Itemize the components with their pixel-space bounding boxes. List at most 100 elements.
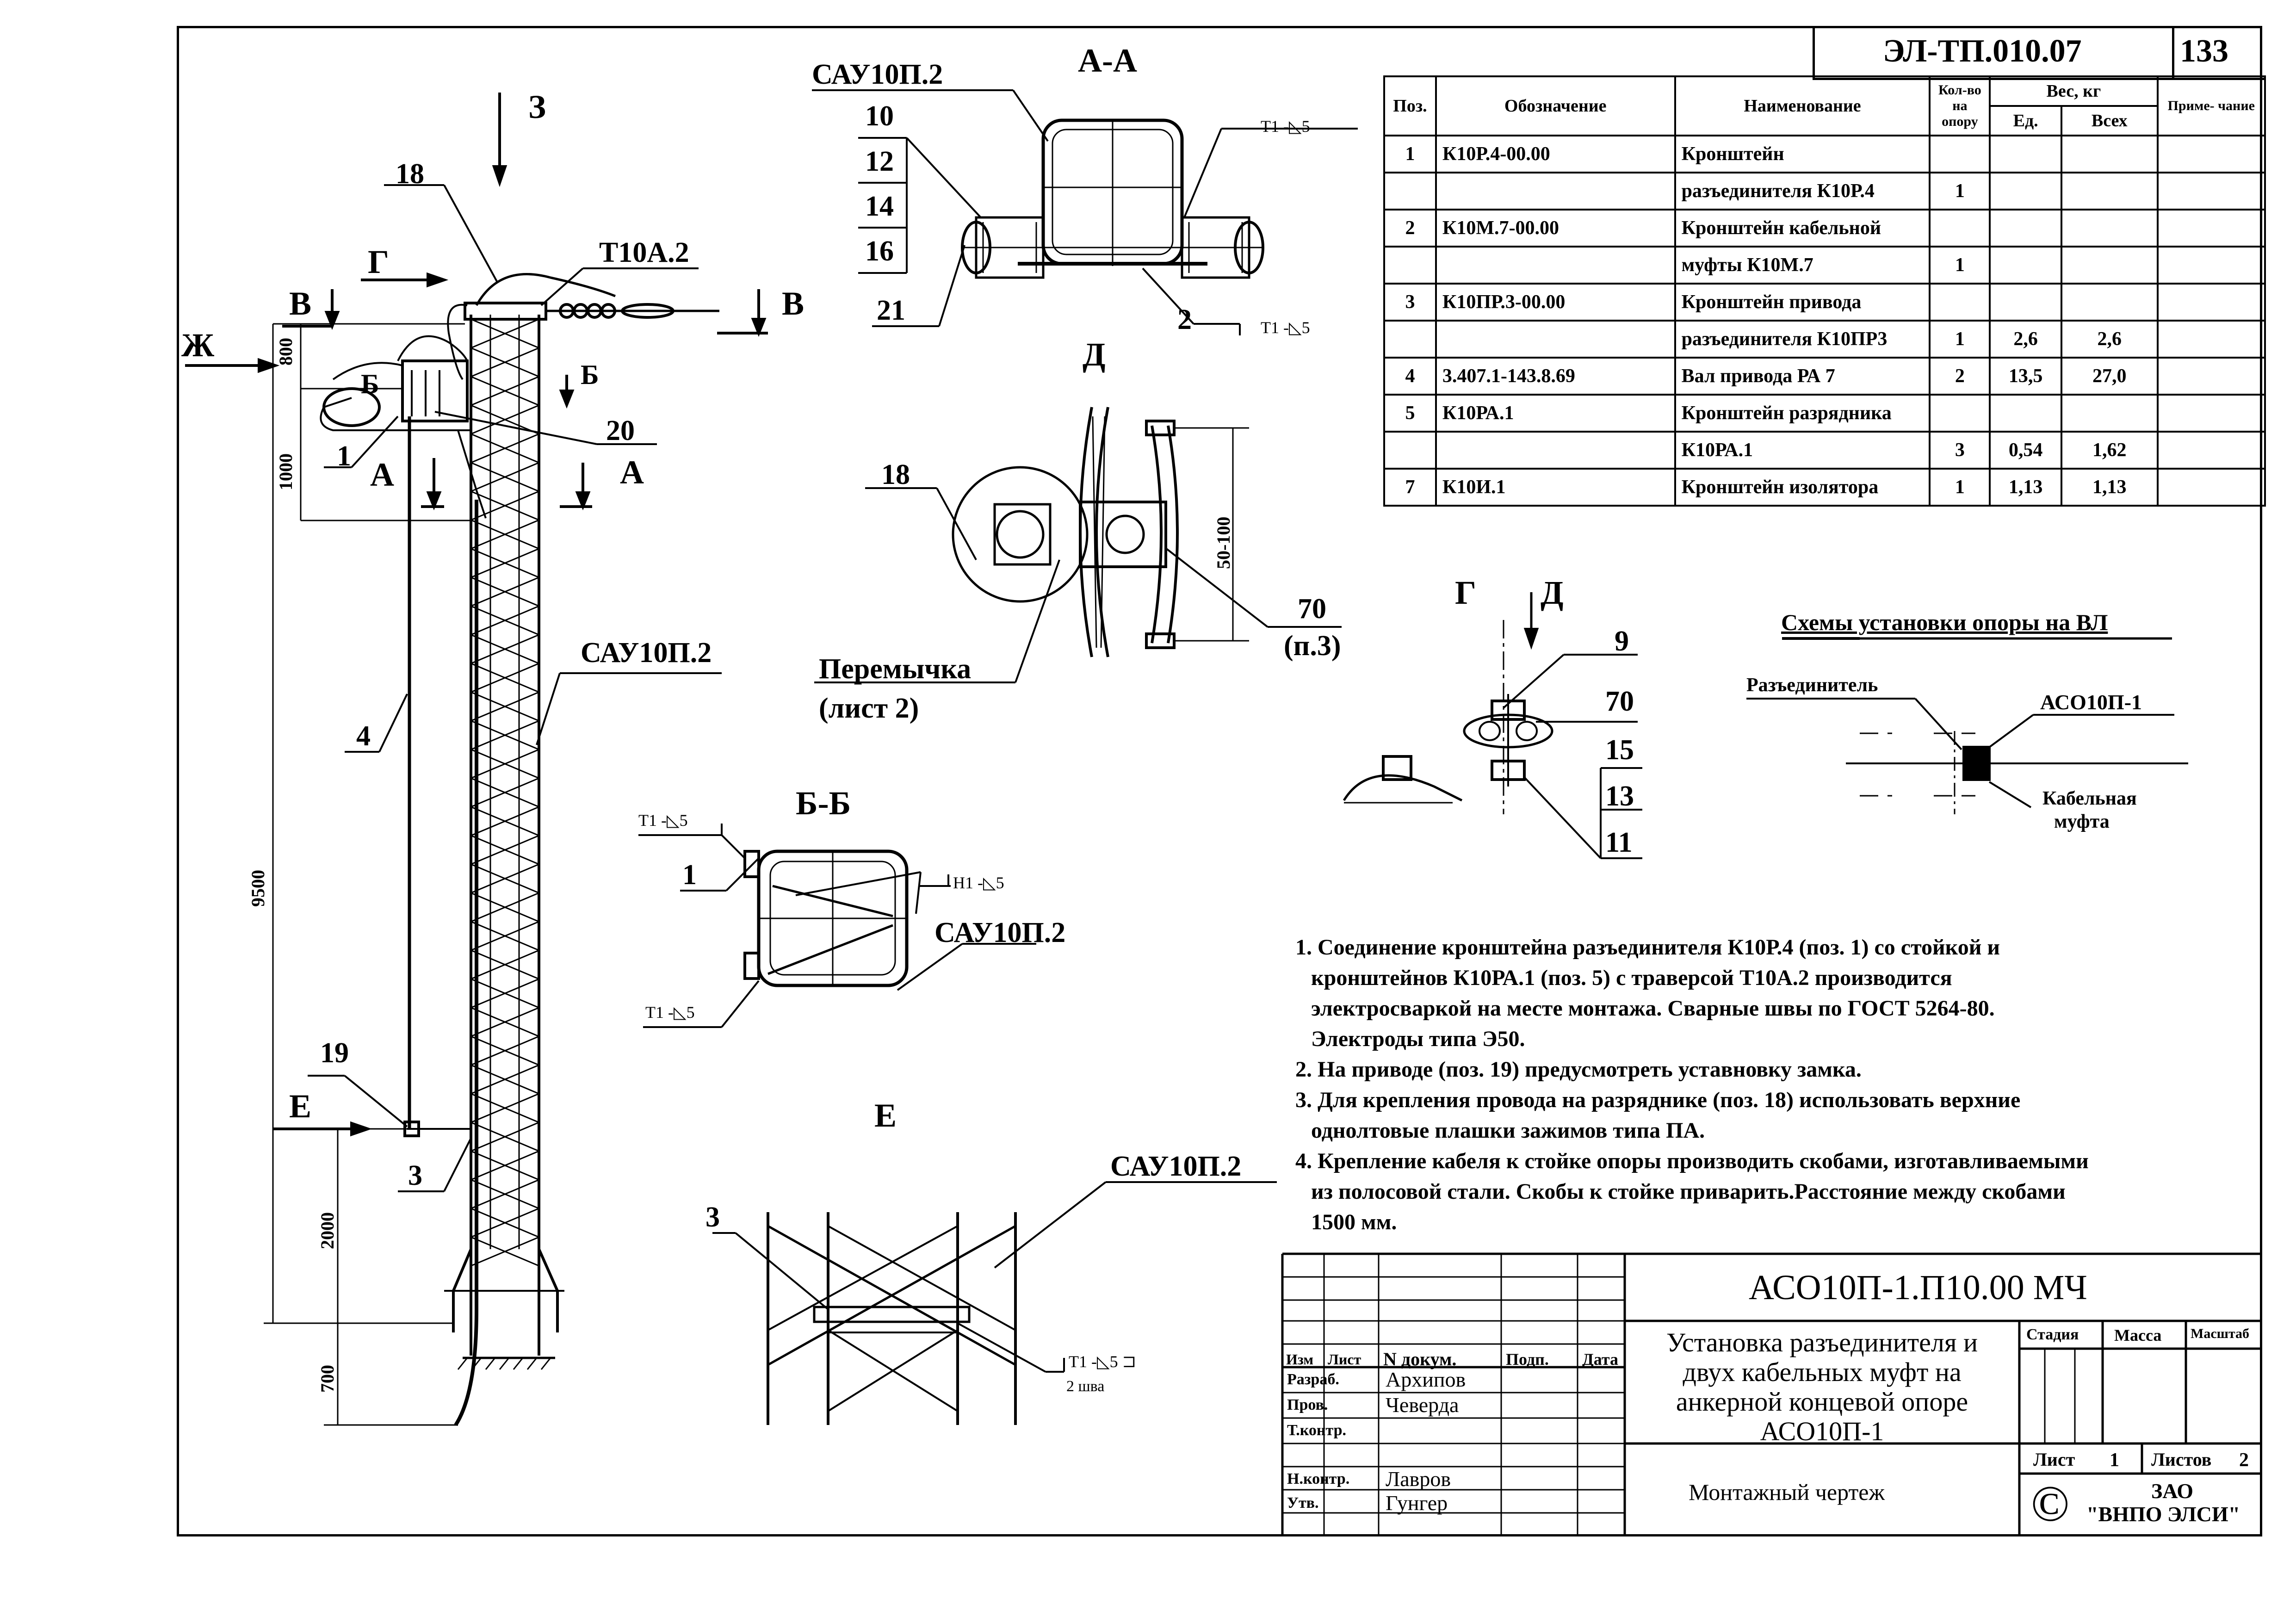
th-weight-total: Всех <box>2061 105 2159 136</box>
view-d-jumper-note: (лист 2) <box>819 693 919 724</box>
scheme-drawing <box>1746 637 2188 814</box>
tb-role-name: Чеверда <box>1386 1393 1459 1417</box>
spec-cell-note <box>2156 172 2266 211</box>
tb-scale: Масштаб <box>2191 1326 2250 1341</box>
section-zh-label: Ж <box>181 327 215 364</box>
callout-3-main: 3 <box>408 1160 422 1191</box>
spec-cell-qty: 2 <box>1929 357 1991 396</box>
title-block-title: Установка разъединителя и двух кабельных… <box>1625 1328 2019 1446</box>
view-d-callout-70: 70 <box>1298 593 1326 625</box>
spec-cell-note <box>2156 246 2266 285</box>
callout-1-main: 1 <box>337 440 351 472</box>
pole-lattice <box>470 318 539 1267</box>
spec-cell-designation: К10М.7-00.00 <box>1435 209 1676 248</box>
view-e <box>712 1181 1277 1425</box>
view-e-weld: Т1 -◺5 ⊐ <box>1069 1352 1137 1371</box>
th-weight-unit: Ед. <box>1989 105 2063 136</box>
tb-company-2: "ВНПО ЭЛСИ" <box>2086 1502 2240 1526</box>
view-d-jumper: Перемычка <box>819 653 972 685</box>
tb-col-podp: Подп. <box>1506 1350 1549 1369</box>
spec-cell-unit <box>1989 394 2063 433</box>
spec-cell-pos: 1 <box>1383 135 1437 173</box>
spec-cell-total: 1,13 <box>2061 468 2159 507</box>
dim-800: 800 <box>275 338 296 365</box>
th-name: Наименование <box>1674 75 1931 136</box>
scheme-disconnector: Разъединитель <box>1746 675 1878 696</box>
spec-cell-designation <box>1435 172 1676 211</box>
spec-cell-unit <box>1989 172 2063 211</box>
callout-20: 20 <box>606 415 635 446</box>
spec-cell-designation: К10Р.4-00.00 <box>1435 135 1676 173</box>
tb-role-label: Т.контр. <box>1287 1422 1347 1439</box>
spec-cell-qty <box>1929 394 1991 433</box>
spec-cell-unit <box>1989 246 2063 285</box>
tb-sheets-label: Листов <box>2151 1449 2212 1470</box>
view-d <box>814 407 1342 683</box>
dim-9500: 9500 <box>248 870 268 907</box>
title-block-drawing-type: Монтажный чертеж <box>1689 1479 1885 1505</box>
view-gd-callout-13: 13 <box>1605 781 1634 812</box>
title-block-grid <box>1281 1252 2262 1536</box>
note-line: 1. Соединение кронштейна разъединителя К… <box>1295 935 2000 960</box>
spec-cell-total <box>2061 172 2159 211</box>
spec-cell-total <box>2061 394 2159 433</box>
section-e-label: Е <box>289 1088 312 1125</box>
view-gd <box>1343 592 1642 859</box>
spec-cell-unit: 13,5 <box>1989 357 2063 396</box>
section-a-right-label: А <box>620 454 644 491</box>
section-markers-main <box>185 93 768 1137</box>
main-dimensions <box>264 323 471 1426</box>
view-bb-callout-1: 1 <box>682 859 697 891</box>
section-a-left-label: А <box>370 456 394 493</box>
view-aa-weld-bottom: Т1 -◺5 <box>1261 318 1310 337</box>
tb-role-label: Н.контр. <box>1287 1470 1350 1487</box>
callout-19: 19 <box>320 1037 349 1069</box>
spec-cell-qty <box>1929 283 1991 322</box>
tb-role-label: Разраб. <box>1287 1371 1339 1388</box>
th-pos: Поз. <box>1383 75 1437 136</box>
notes: 1. Соединение кронштейна разъединителя К… <box>1295 932 2089 1238</box>
spec-cell-unit <box>1989 135 2063 173</box>
view-gd-d: Д <box>1541 574 1564 611</box>
copyright-icon: © <box>2031 1475 2070 1532</box>
note-line: из полосовой стали. Скобы к стойке прива… <box>1311 1179 2066 1204</box>
view-aa-callout-14: 14 <box>865 191 894 222</box>
spec-cell-note <box>2156 283 2266 322</box>
scheme-support: АСО10П-1 <box>2040 690 2142 714</box>
spec-cell-note <box>2156 468 2266 507</box>
spec-cell-qty: 1 <box>1929 172 1991 211</box>
view-e-sau: САУ10П.2 <box>1110 1151 1242 1182</box>
section-g-label: Г <box>368 243 389 280</box>
th-designation: Обозначение <box>1435 75 1676 136</box>
view-bb-weld-bottom: Т1 -◺5 <box>645 1003 695 1022</box>
note-line: 3. Для крепления провода на разряднике (… <box>1295 1088 2021 1112</box>
note-line: 2. На приводе (поз. 19) предусмотреть ус… <box>1295 1057 1862 1082</box>
note-line: 1500 мм. <box>1311 1210 1397 1234</box>
note-line: 4. Крепление кабеля к стойке опоры произ… <box>1295 1149 2089 1173</box>
section-b-right-label: Б <box>581 359 599 390</box>
dim-1000: 1000 <box>275 453 296 490</box>
spec-cell-name: Кронштейн изолятора <box>1674 468 1931 507</box>
spec-cell-total <box>2061 209 2159 248</box>
view-bb-weld-right: Н1 -◺5 <box>953 873 1004 892</box>
note-line: электросваркой на месте монтажа. Сварные… <box>1311 996 1995 1021</box>
spec-cell-total: 2,6 <box>2061 320 2159 359</box>
view-aa-callout-2: 2 <box>1177 304 1192 335</box>
view-gd-g: Г <box>1455 574 1476 611</box>
spec-cell-name: Кронштейн разрядника <box>1674 394 1931 433</box>
title-line: АСО10П-1 <box>1760 1416 1884 1446</box>
view-aa-callout-12: 12 <box>865 146 894 177</box>
title-block-code: АСО10П-1.П10.00 МЧ <box>1749 1268 2087 1307</box>
view-aa-callout-16: 16 <box>865 235 894 267</box>
scheme-coupling-2: муфта <box>2054 811 2110 832</box>
callout-4: 4 <box>356 720 371 752</box>
view-bb-title: Б-Б <box>796 785 851 822</box>
note-line: кронштейнов К10РА.1 (поз. 5) с траверсой… <box>1311 966 1952 990</box>
ground <box>457 1357 555 1370</box>
spec-cell-total <box>2061 135 2159 173</box>
view-gd-callout-9: 9 <box>1615 626 1629 657</box>
